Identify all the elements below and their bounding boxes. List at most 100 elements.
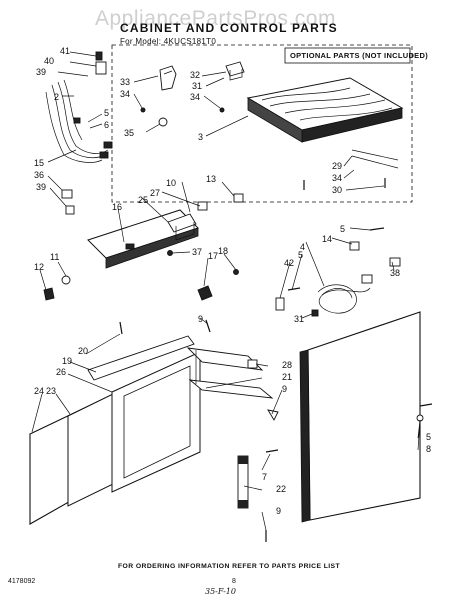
callout-28: 28 bbox=[282, 360, 292, 370]
callout-11: 11 bbox=[50, 252, 59, 262]
callout-41: 41 bbox=[60, 46, 70, 56]
connector-part-36 bbox=[61, 189, 73, 199]
callout-9b: 9 bbox=[282, 384, 287, 394]
callout-2: 2 bbox=[54, 92, 59, 102]
optional-parts-box bbox=[111, 44, 413, 203]
callout-6: 6 bbox=[104, 120, 109, 130]
callout-20: 20 bbox=[78, 346, 88, 356]
bracket-part-33 bbox=[159, 65, 177, 91]
callout-38: 38 bbox=[390, 268, 400, 278]
callout-17: 17 bbox=[208, 251, 218, 261]
screw-part-34b bbox=[219, 107, 225, 113]
optional-parts-label: OPTIONAL PARTS (NOT INCLUDED) bbox=[290, 51, 429, 60]
leader-lines bbox=[31, 51, 421, 531]
callout-8: 8 bbox=[426, 444, 431, 454]
callout-24: 24 bbox=[34, 386, 44, 396]
page-number: 8 bbox=[232, 578, 236, 585]
callout-4: 4 bbox=[300, 242, 305, 252]
callout-36: 36 bbox=[34, 170, 44, 180]
lower-hinge-22 bbox=[237, 455, 249, 509]
model-subtitle: For Model: 4KUCS181T0 bbox=[120, 37, 217, 46]
callout-numbers: 41 40 39 2 5 6 15 36 39 33 34 35 32 31 3… bbox=[34, 46, 431, 516]
knob-part-17 bbox=[197, 285, 213, 301]
connector-part-39 bbox=[65, 205, 75, 215]
part-41 bbox=[95, 51, 103, 61]
callout-21: 21 bbox=[282, 372, 292, 382]
side-panel bbox=[299, 311, 421, 523]
relay-part-42 bbox=[275, 297, 285, 311]
callout-35: 35 bbox=[124, 128, 134, 138]
callout-34c: 34 bbox=[332, 173, 342, 183]
callout-29: 29 bbox=[332, 161, 342, 171]
callout-19: 19 bbox=[62, 356, 72, 366]
callout-37: 37 bbox=[192, 247, 202, 257]
callout-12: 12 bbox=[34, 262, 44, 272]
callout-23: 23 bbox=[46, 386, 56, 396]
part-31b bbox=[311, 309, 319, 317]
callout-39a: 39 bbox=[36, 67, 46, 77]
screw-part-5b bbox=[369, 227, 385, 231]
door-gasket-frame-26 bbox=[111, 351, 201, 493]
screw-part-18 bbox=[233, 269, 239, 275]
callout-18: 18 bbox=[218, 246, 228, 256]
screw-part-37 bbox=[167, 250, 173, 256]
page-title: CABINET AND CONTROL PARTS bbox=[120, 21, 338, 35]
callout-3: 3 bbox=[198, 132, 203, 142]
screw-part-20 bbox=[119, 321, 123, 335]
optional-parts-label-frame bbox=[284, 47, 411, 64]
callout-34a: 34 bbox=[120, 89, 130, 99]
callout-9c: 9 bbox=[276, 506, 281, 516]
callout-33: 33 bbox=[120, 77, 130, 87]
clip-part-4 bbox=[349, 241, 360, 251]
callout-5c: 5 bbox=[298, 250, 303, 260]
callout-30: 30 bbox=[332, 185, 342, 195]
wiring-harness bbox=[45, 61, 113, 163]
callout-10: 10 bbox=[166, 178, 176, 188]
callout-22: 22 bbox=[276, 484, 286, 494]
screw-part-7 bbox=[265, 449, 279, 453]
connector-part-38 bbox=[389, 257, 401, 267]
screw-part-34a bbox=[140, 107, 146, 113]
callout-5b: 5 bbox=[340, 224, 345, 234]
thermostat-bracket-10 bbox=[167, 213, 197, 241]
clip-part-13 bbox=[233, 193, 244, 203]
callout-13: 13 bbox=[206, 174, 216, 184]
washer-part-35 bbox=[158, 117, 168, 127]
callout-42: 42 bbox=[284, 258, 294, 268]
callout-31a: 31 bbox=[192, 81, 202, 91]
callout-7: 7 bbox=[262, 472, 267, 482]
callout-5a: 5 bbox=[104, 108, 109, 118]
callout-25: 25 bbox=[138, 195, 148, 205]
door-top-trim-19 bbox=[87, 335, 195, 381]
callout-15: 15 bbox=[34, 158, 44, 168]
document-number: 4178092 bbox=[8, 578, 36, 585]
bracket-part-12 bbox=[43, 287, 55, 301]
callout-32: 32 bbox=[190, 70, 200, 80]
handwritten-note: 35-F-10 bbox=[205, 587, 236, 596]
screw-part-5d bbox=[419, 403, 433, 407]
callout-9a: 9 bbox=[198, 314, 203, 324]
ordering-info-footer: FOR ORDERING INFORMATION REFER TO PARTS … bbox=[118, 563, 341, 570]
knob-part-27 bbox=[197, 201, 208, 211]
screw-part-9a bbox=[205, 319, 211, 333]
watermark: AppliancePartsPros.com bbox=[95, 7, 336, 30]
callout-26: 26 bbox=[56, 367, 66, 377]
bracket-part-32 bbox=[225, 61, 245, 81]
callout-5d: 5 bbox=[426, 432, 431, 442]
callout-27: 27 bbox=[150, 188, 160, 198]
callout-16: 16 bbox=[112, 202, 122, 212]
cutting-board-top bbox=[246, 77, 404, 143]
callout-39b: 39 bbox=[36, 182, 46, 192]
callout-34b: 34 bbox=[190, 92, 200, 102]
clip-part-28 bbox=[247, 359, 258, 369]
callout-14: 14 bbox=[322, 234, 332, 244]
power-cord bbox=[317, 274, 373, 314]
callout-40: 40 bbox=[44, 56, 54, 66]
screw-part-5c bbox=[287, 287, 301, 291]
callout-31b: 31 bbox=[294, 314, 304, 324]
hinge-bracket-21 bbox=[186, 347, 274, 399]
nut-part-11 bbox=[61, 275, 71, 285]
mounting-rail-29 bbox=[351, 149, 399, 169]
